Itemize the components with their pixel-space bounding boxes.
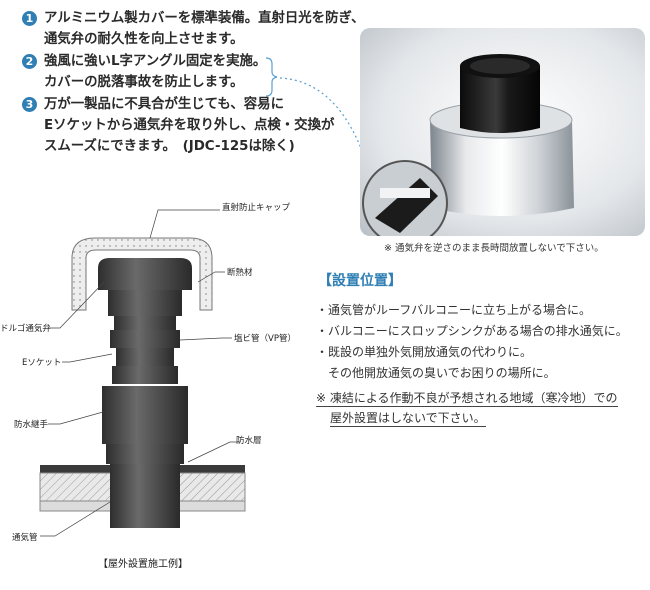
list-item: ・既設の単独外気開放通気の代わりに。 bbox=[316, 345, 533, 359]
list-item: その他開放通気の臭いでお困りの場所に。 bbox=[328, 366, 556, 380]
feature-1: 1 アルミニウム製カバーを標準装備。直射日光を防ぎ、 通気弁の耐久性を向上させま… bbox=[22, 8, 365, 50]
feature-list: 1 アルミニウム製カバーを標準装備。直射日光を防ぎ、 通気弁の耐久性を向上させま… bbox=[22, 8, 365, 158]
diagram-caption: 【屋外設置施工例】 bbox=[98, 559, 188, 570]
list-item: ・バルコニーにスロップシンクがある場合の排水通気に。 bbox=[316, 324, 628, 338]
feature-text: カバーの脱落事故を防止します。 bbox=[44, 75, 244, 90]
photo-note: ※ 通気弁を逆さのまま長時間放置しないで下さい。 bbox=[384, 243, 604, 254]
label-insulation: 断熱材 bbox=[227, 268, 253, 278]
feature-text: 万が一製品に不具合が生じても、容易に bbox=[44, 97, 284, 112]
feature-text: Eソケットから通気弁を取り外し、点検・交換が bbox=[44, 118, 335, 133]
number-badge: 1 bbox=[22, 11, 37, 26]
label-joint: 防水継手 bbox=[14, 420, 49, 430]
label-valve: ドルゴ通気弁 bbox=[0, 324, 51, 334]
number-badge: 2 bbox=[22, 54, 37, 69]
feature-text: 強風に強いL字アングル固定を実施。 bbox=[44, 54, 267, 69]
list-item: ・通気管がルーフバルコニーに立ち上がる場合に。 bbox=[316, 303, 592, 317]
feature-text: 通気弁の耐久性を向上させます。 bbox=[44, 32, 244, 47]
label-cap: 直射防止キャップ bbox=[222, 203, 291, 213]
feature-2: 2 強風に強いL字アングル固定を実施。 カバーの脱落事故を防止します。 bbox=[22, 51, 352, 93]
feature-text: スムーズにできます。 (JDC-125は除く) bbox=[44, 139, 295, 154]
feature-3: 3 万が一製品に不具合が生じても、容易に Eソケットから通気弁を取り外し、点検・… bbox=[22, 94, 352, 157]
product-photo bbox=[360, 28, 645, 236]
label-pipe: 通気管 bbox=[12, 533, 38, 543]
warning-note: ※ 凍結による作動不良が予想される地域（寒冷地）での 屋外設置はしないで下さい。 bbox=[316, 391, 618, 427]
installation-diagram bbox=[39, 209, 246, 537]
label-waterproof: 防水層 bbox=[236, 436, 262, 446]
install-list: ・通気管がルーフバルコニーに立ち上がる場合に。 ・バルコニーにスロップシンクがあ… bbox=[316, 300, 646, 384]
label-pvc: 塩ビ管（VP管） bbox=[234, 334, 296, 344]
label-esocket: Eソケット bbox=[22, 358, 62, 368]
number-badge: 3 bbox=[22, 97, 37, 112]
feature-text: アルミニウム製カバーを標準装備。直射日光を防ぎ、 bbox=[44, 11, 365, 26]
section-title: 【設置位置】 bbox=[318, 273, 402, 289]
